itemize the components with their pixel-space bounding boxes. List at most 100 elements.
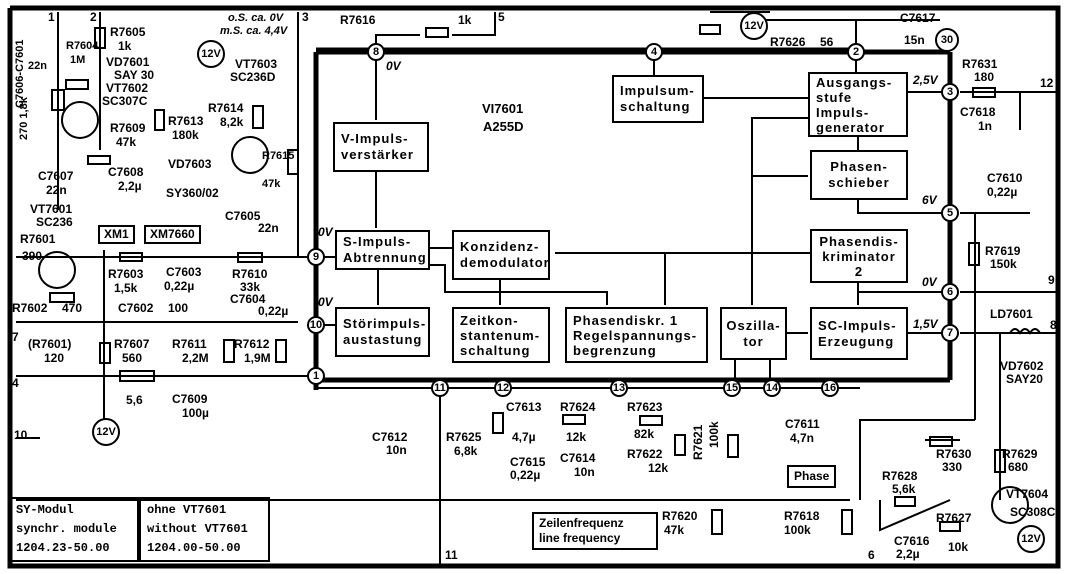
voltage-pin8: 0V xyxy=(386,59,401,73)
label-r7622: R7622 xyxy=(627,447,663,461)
connector-xm1: XM1 xyxy=(98,225,135,244)
value-c7607: 22n xyxy=(46,183,67,197)
voltage-pin6: 0V xyxy=(922,275,937,289)
block-line: Ausgangs- xyxy=(816,74,893,90)
value-r7601-alt: 120 xyxy=(44,351,65,365)
label-r7613: R7613 xyxy=(168,114,204,128)
variant-name-en: without VT7601 xyxy=(147,522,248,536)
value-r7631: 180 xyxy=(974,70,995,84)
value-r7615: 47k xyxy=(262,178,281,190)
block-line: Abtrennung xyxy=(343,250,427,265)
block-line: Störimpuls- xyxy=(343,316,427,331)
connector-xm7660: XM7660 xyxy=(144,225,201,244)
label-r7623: R7623 xyxy=(627,400,663,414)
terminal-9: 9 xyxy=(1048,273,1055,287)
value-c7605: 22n xyxy=(258,221,279,235)
block-line: SC-Impuls- xyxy=(818,317,897,333)
note-phase: Phase xyxy=(787,465,837,488)
type-vd7603: SY360/02 xyxy=(166,186,219,200)
module-name-en: synchr. module xyxy=(16,522,117,536)
block-line: generator xyxy=(816,119,885,135)
block-line: Konzidenz- xyxy=(460,239,540,254)
terminal-12: 12 xyxy=(1040,76,1054,90)
voltage-pin7: 1,5V xyxy=(913,317,938,331)
label-r7607: R7607 xyxy=(114,337,150,351)
voltage-note-no-signal: o.S. ca. 0V xyxy=(228,12,284,24)
type-vd7601: SAY 30 xyxy=(114,68,155,82)
variant-part-number: 1204.00-50.00 xyxy=(147,541,241,555)
module-name: SY-Modul xyxy=(16,503,74,517)
block-zeitkonstantenumschaltung: Zeitkon- stantenum- schaltung xyxy=(452,307,550,363)
value-c7610: 0,22µ xyxy=(987,185,1018,199)
label-vd7602: VD7602 xyxy=(1000,359,1044,373)
label-c7611: C7611 xyxy=(785,417,820,431)
terminal-1: 1 xyxy=(48,10,55,24)
type-vt7604: SC308C xyxy=(1010,505,1056,519)
label-c7610: C7610 xyxy=(987,171,1023,185)
label-c7605: C7605 xyxy=(225,209,261,223)
ic-pin-9: 9 xyxy=(307,248,325,266)
label-r7605: R7605 xyxy=(110,25,146,39)
label-c7608: C7608 xyxy=(108,165,144,179)
label-c7617: C7617 xyxy=(900,11,936,25)
label-r7616: R7616 xyxy=(340,13,376,27)
value-r7602: 470 xyxy=(62,301,83,315)
internal-wires xyxy=(316,52,945,389)
value-r7626: 56 xyxy=(820,35,834,49)
value-r7623: 82k xyxy=(634,427,655,441)
label-r7628: R7628 xyxy=(882,469,918,483)
terminal-8: 8 xyxy=(1050,318,1057,332)
note-line: Zeilenfrequenz xyxy=(539,516,624,530)
label-r7629: R7629 xyxy=(1002,447,1038,461)
terminal-5: 5 xyxy=(498,10,505,24)
ic-pin-7: 7 xyxy=(941,324,959,342)
value-c7615: 0,22µ xyxy=(510,468,541,482)
module-info-box: SY-Modul synchr. module 1204.23-50.00 xyxy=(10,497,139,562)
block-phasendiskriminator-2: Phasendis- kriminator 2 xyxy=(810,229,908,283)
label-r7611: R7611 xyxy=(172,337,207,351)
value-r7624: 12k xyxy=(566,430,587,444)
block-line: stufe xyxy=(816,89,853,105)
value-r7619: 150k xyxy=(990,257,1017,271)
value-c7611: 4,7n xyxy=(790,431,815,445)
terminal-10: 10 xyxy=(14,428,28,442)
terminal-7: 7 xyxy=(12,330,19,344)
block-oszillator: Oszilla- tor xyxy=(720,307,787,360)
value-r7621: 100k xyxy=(707,421,721,448)
value-r7620: 47k xyxy=(664,523,685,537)
block-line: Regelspannungs- xyxy=(573,327,698,343)
block-line: demodulator xyxy=(460,255,550,270)
block-line: austastung xyxy=(343,332,423,347)
label-r7624: R7624 xyxy=(560,400,596,414)
label-r7610: R7610 xyxy=(232,267,268,281)
ic-designator: VI7601 xyxy=(482,101,524,116)
value-r7622: 12k xyxy=(648,461,669,475)
block-impulsumschaltung: Impulsum- schaltung xyxy=(612,75,704,123)
value-c7604: 0,22µ xyxy=(258,304,289,318)
block-v-impuls-verstaerker: V-Impuls- verstärker xyxy=(333,122,429,172)
value-c7613: 4,7µ xyxy=(512,430,536,444)
ic-pin-4: 4 xyxy=(645,43,663,61)
value-r7603: 1,5k xyxy=(114,281,138,295)
value-c7618: 1n xyxy=(978,119,993,133)
label-r7615: R7615 xyxy=(262,150,295,162)
label-c7616: C7616 xyxy=(894,534,930,548)
type-vt7602: SC307C xyxy=(102,94,148,108)
label-r7625: R7625 xyxy=(446,430,482,444)
block-s-impuls-abtrennung: S-Impuls- Abtrennung xyxy=(335,230,430,270)
block-line: 2 xyxy=(854,263,864,279)
block-line: Impuls- xyxy=(816,104,870,120)
value-c7606: 22n xyxy=(28,60,47,72)
block-line: schaltung xyxy=(460,342,531,358)
ic-pin-11: 11 xyxy=(431,379,449,397)
block-line: kriminator xyxy=(822,248,896,264)
block-line: Oszilla- xyxy=(726,317,781,333)
block-line: Phasendiskr. 1 xyxy=(573,312,679,328)
value-r7610: 33k xyxy=(240,280,261,294)
block-phasenschieber: Phasen- schieber xyxy=(810,150,908,200)
label-r7626: R7626 xyxy=(770,35,806,49)
label-r7630: R7630 xyxy=(936,447,972,461)
supply-12v: 12V xyxy=(92,418,120,446)
value-r7605: 1k xyxy=(118,39,132,53)
